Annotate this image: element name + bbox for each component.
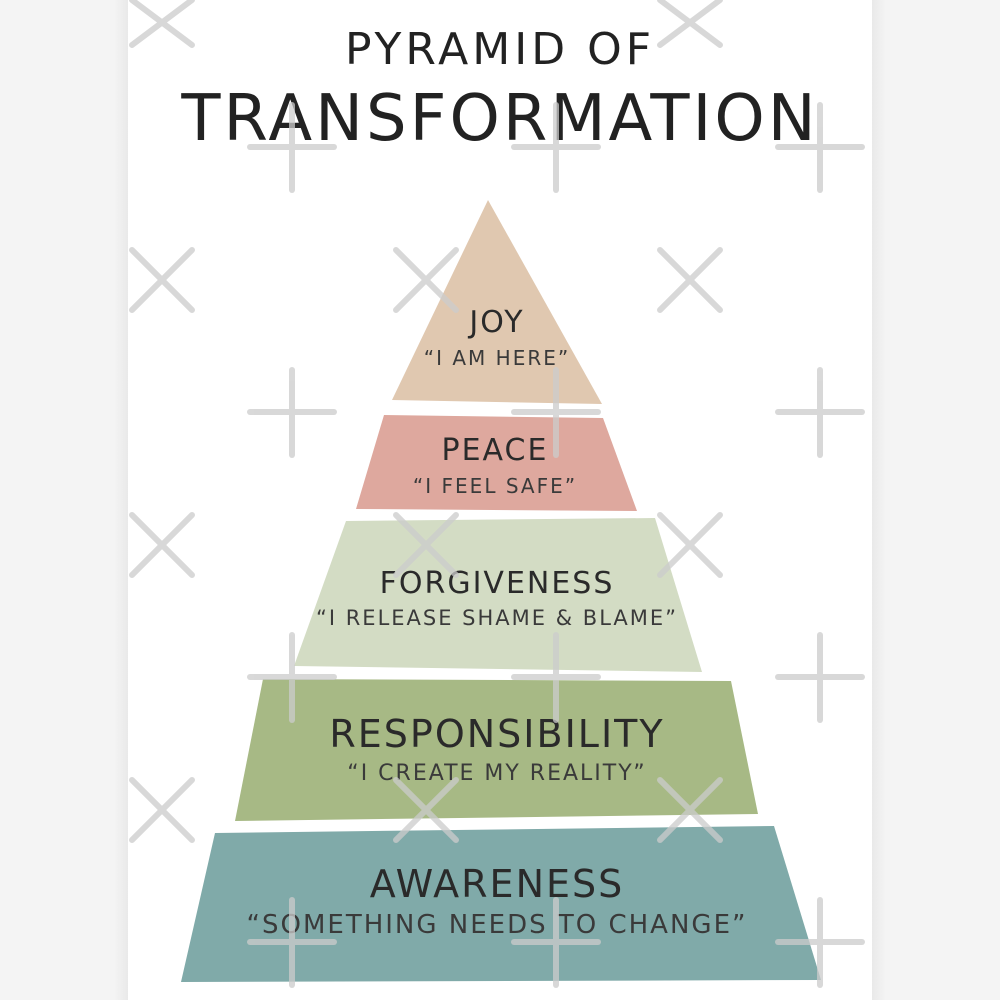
tier-awareness-shape (181, 826, 821, 982)
title-line-2: TRANSFORMATION (181, 82, 819, 156)
tier-awareness-quote: “SOMETHING NEEDS TO CHANGE” (246, 910, 748, 940)
tier-responsibility-quote: “I CREATE MY REALITY” (347, 761, 647, 786)
tier-responsibility-name: RESPONSIBILITY (329, 712, 665, 756)
tier-awareness-name: AWARENESS (369, 862, 625, 906)
tier-peace-name: PEACE (441, 433, 549, 468)
tier-joy-shape (392, 200, 602, 404)
poster-shadow-left (114, 0, 128, 1000)
tier-joy-name: JOY (469, 305, 525, 340)
tier-forgiveness-name: FORGIVENESS (379, 566, 615, 601)
title-line-1: PYRAMID OF (344, 24, 656, 75)
tier-responsibility-shape (235, 679, 758, 821)
poster-shadow-right (872, 0, 886, 1000)
tier-peace-shape (356, 415, 637, 511)
tier-peace-quote: “I FEEL SAFE” (412, 474, 578, 498)
tier-forgiveness-quote: “I RELEASE SHAME & BLAME” (315, 606, 679, 630)
tier-joy-quote: “I AM HERE” (423, 346, 571, 370)
